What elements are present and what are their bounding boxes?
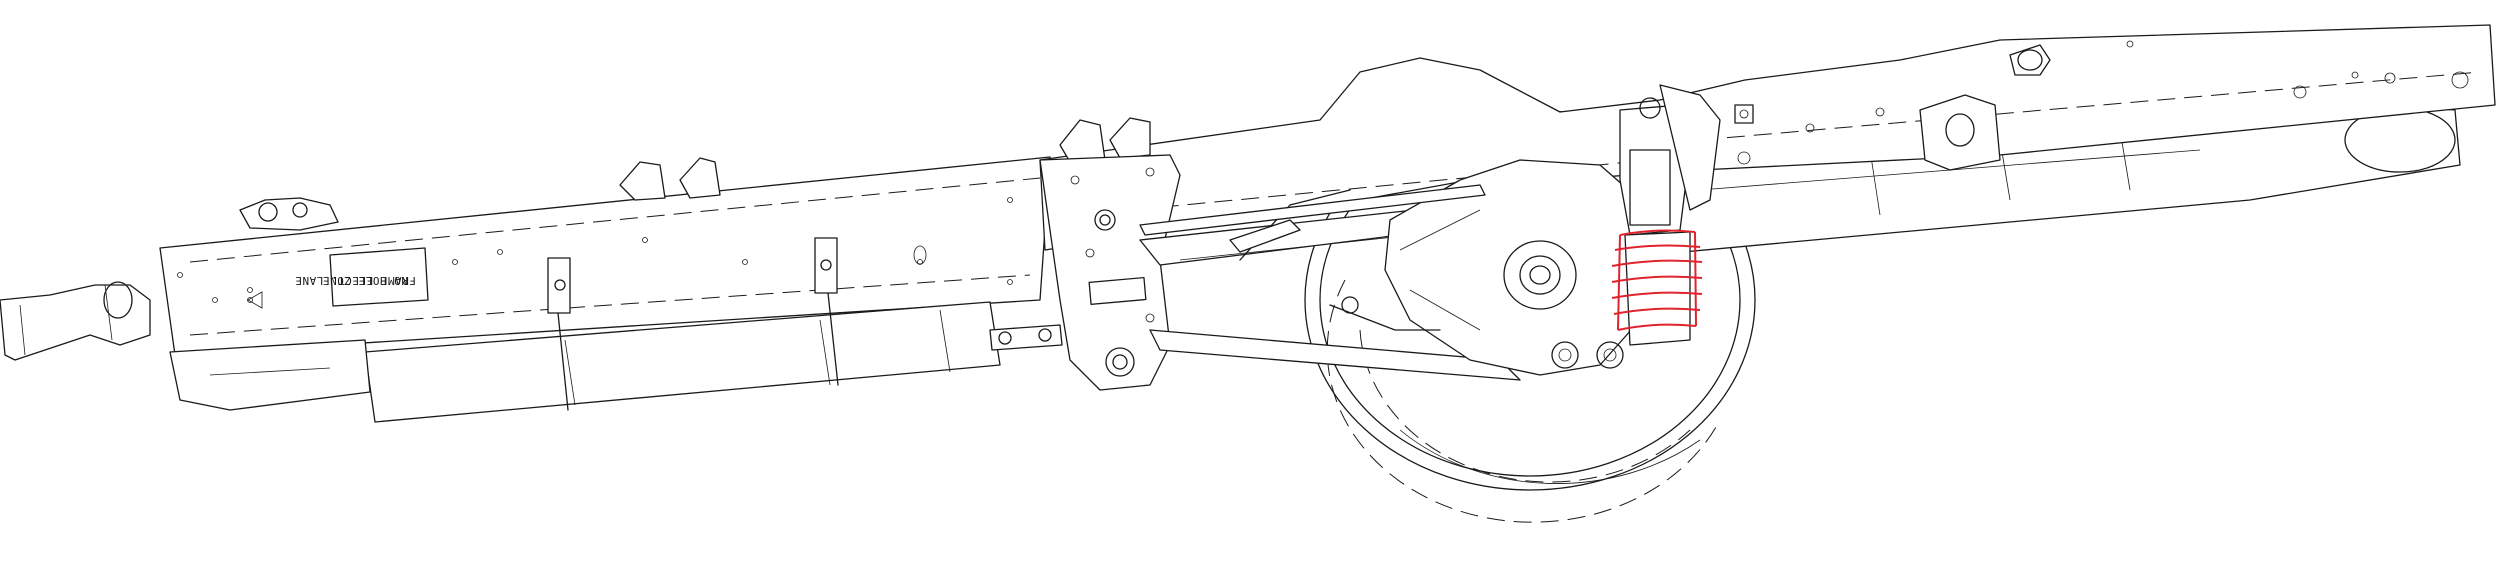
upper-torque-rod [1139, 184, 1486, 253]
rear-frame-brackets [1805, 40, 2469, 171]
frame-top-brackets [239, 117, 1151, 231]
shock-mount-bracket [1659, 84, 1754, 211]
frame-rivets [177, 197, 1013, 309]
fuel-tank [169, 301, 1001, 423]
frame-rail [159, 24, 2496, 356]
frame-label-line2: NO HOLE ZONE [323, 274, 408, 287]
left-exhaust [0, 281, 151, 361]
spring-hanger-bracket [1039, 154, 1181, 391]
tank-straps [547, 237, 839, 411]
shock-dust-boot-highlight [1611, 229, 1703, 331]
frame-label-box: FRAME ELECT. LANE NO HOLE ZONE [295, 247, 429, 307]
prop-shaft [989, 324, 1063, 351]
frame-label-line1: FRAME ELECT. LANE [295, 274, 416, 287]
